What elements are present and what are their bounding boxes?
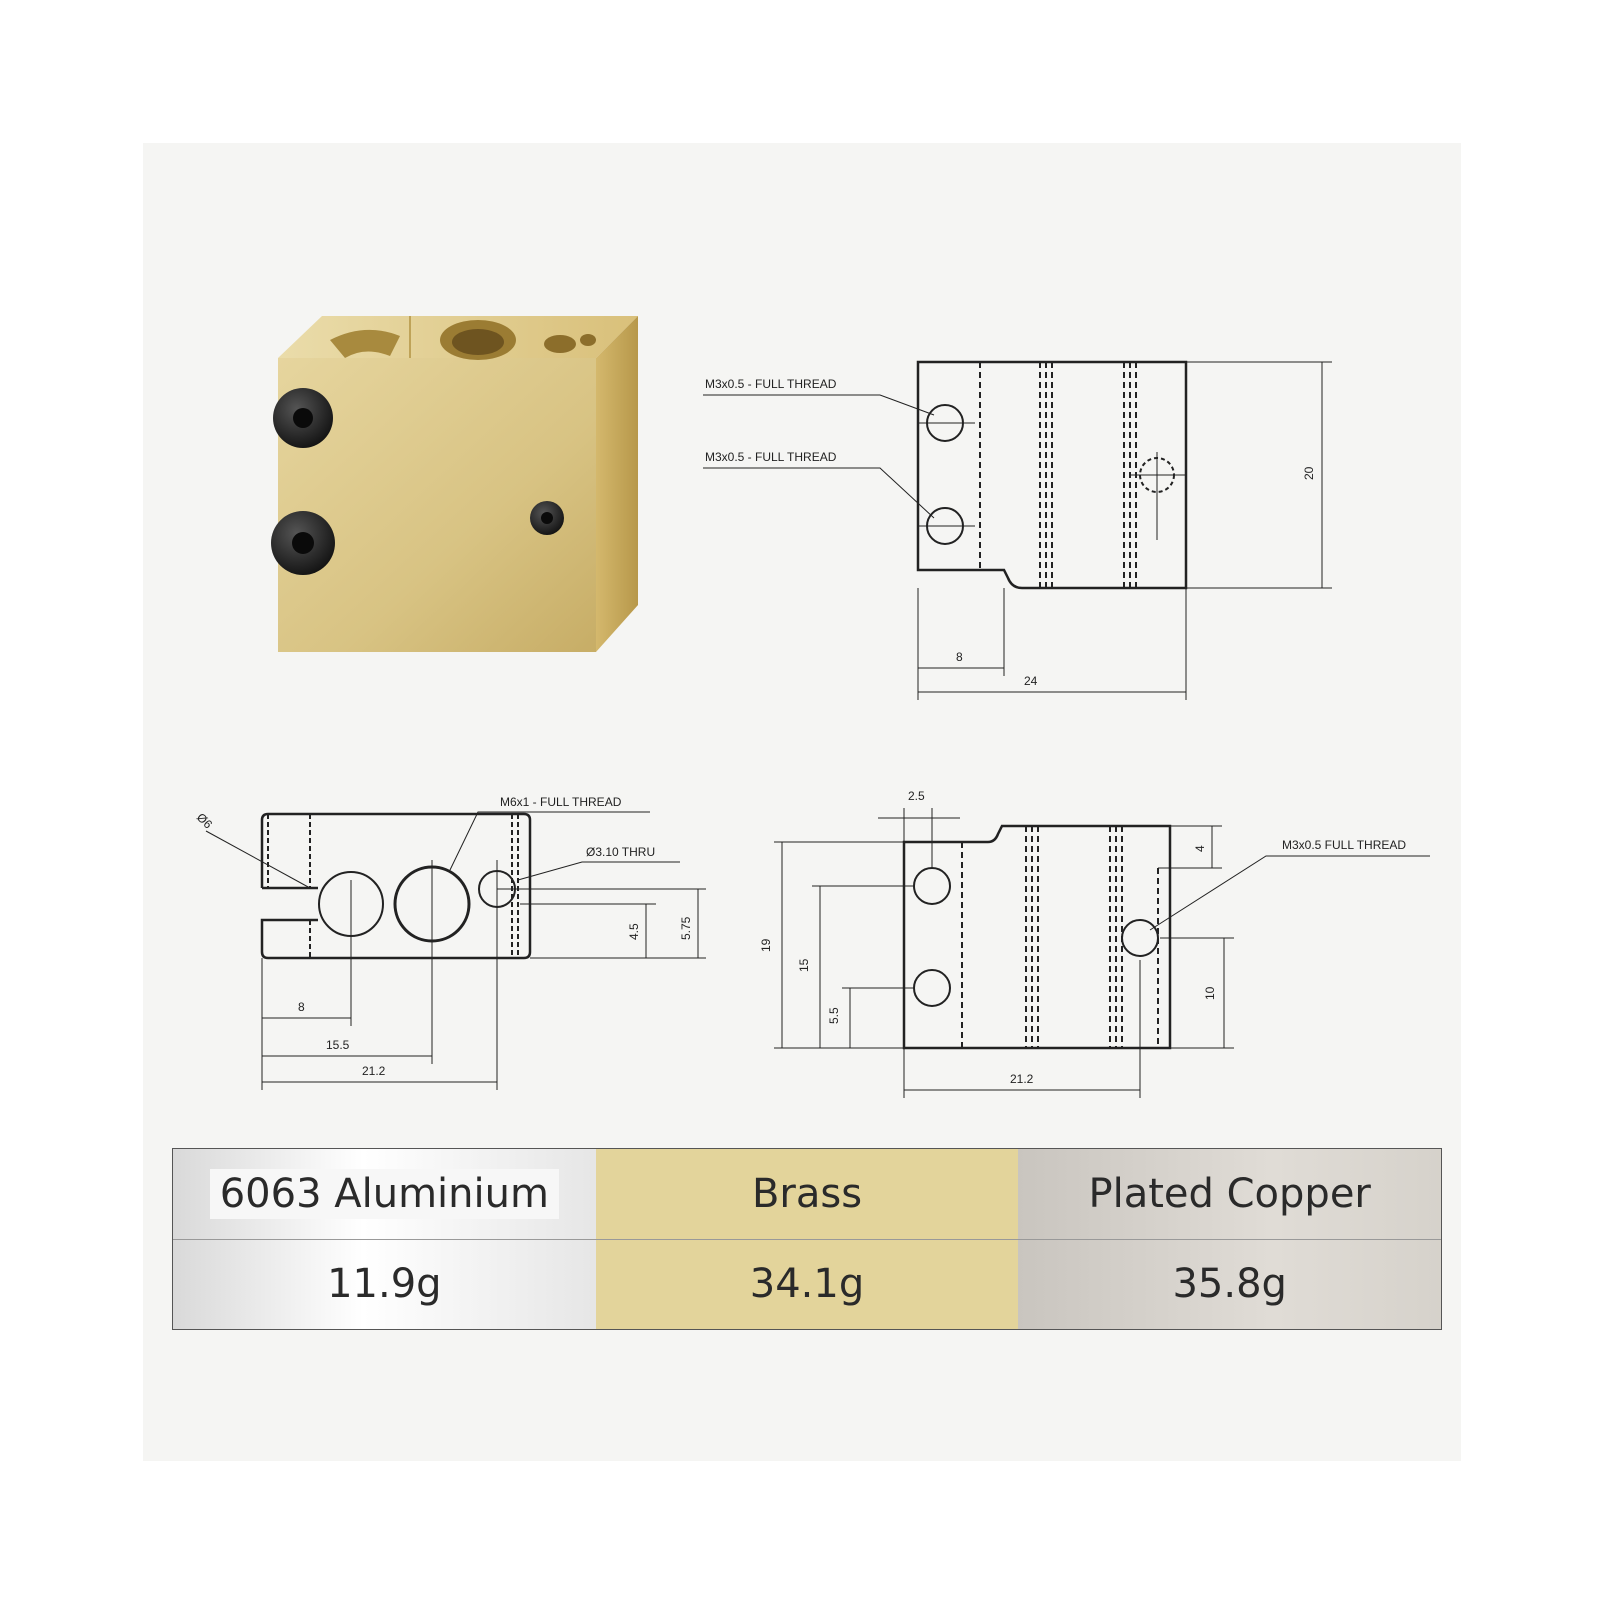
top-dim-height: 20 [1302,466,1316,480]
side-dim-10: 10 [1203,986,1217,1000]
front-dim-4-5: 4.5 [627,923,641,940]
side-dim-5-5: 5.5 [827,1007,841,1024]
front-dim-21-2: 21.2 [362,1064,386,1078]
value-brass: 34.1g [749,1261,865,1308]
top-view-drawing [703,360,1332,700]
side-callout-m3: M3x0.5 FULL THREAD [1282,838,1406,852]
heater-block-photo [271,316,638,652]
front-view-drawing [205,811,706,1090]
top-dim-step: 8 [956,650,963,664]
top-dim-width: 24 [1024,674,1038,688]
side-dim-2-5: 2.5 [908,789,925,803]
front-dim-5-75: 5.75 [679,916,693,940]
value-aluminium: 11.9g [327,1261,442,1308]
header-aluminium: 6063 Aluminium [173,1149,596,1240]
column-copper: Plated Copper 35.8g [1018,1149,1442,1329]
header-brass: Brass [595,1149,1019,1240]
column-aluminium: 6063 Aluminium 11.9g [173,1149,596,1329]
side-view-drawing [774,808,1430,1098]
top-callout-2: M3x0.5 - FULL THREAD [705,450,837,464]
top-callout-1: M3x0.5 - FULL THREAD [705,377,837,391]
side-dim-21-2: 21.2 [1010,1072,1034,1086]
front-callout-thru: Ø3.10 THRU [586,845,655,859]
front-dim-8: 8 [298,1000,305,1014]
side-dim-4: 4 [1193,845,1207,852]
value-copper: 35.8g [1172,1261,1287,1308]
side-dim-19: 19 [759,938,773,952]
front-dim-15-5: 15.5 [326,1038,350,1052]
column-brass: Brass 34.1g [595,1149,1019,1329]
weight-table: 6063 Aluminium 11.9g Brass 34.1g Plated … [172,1148,1442,1330]
side-dim-15: 15 [797,958,811,972]
header-copper: Plated Copper [1018,1149,1442,1240]
front-callout-dia: Ø6 [194,810,215,831]
front-callout-m6: M6x1 - FULL THREAD [500,795,622,809]
